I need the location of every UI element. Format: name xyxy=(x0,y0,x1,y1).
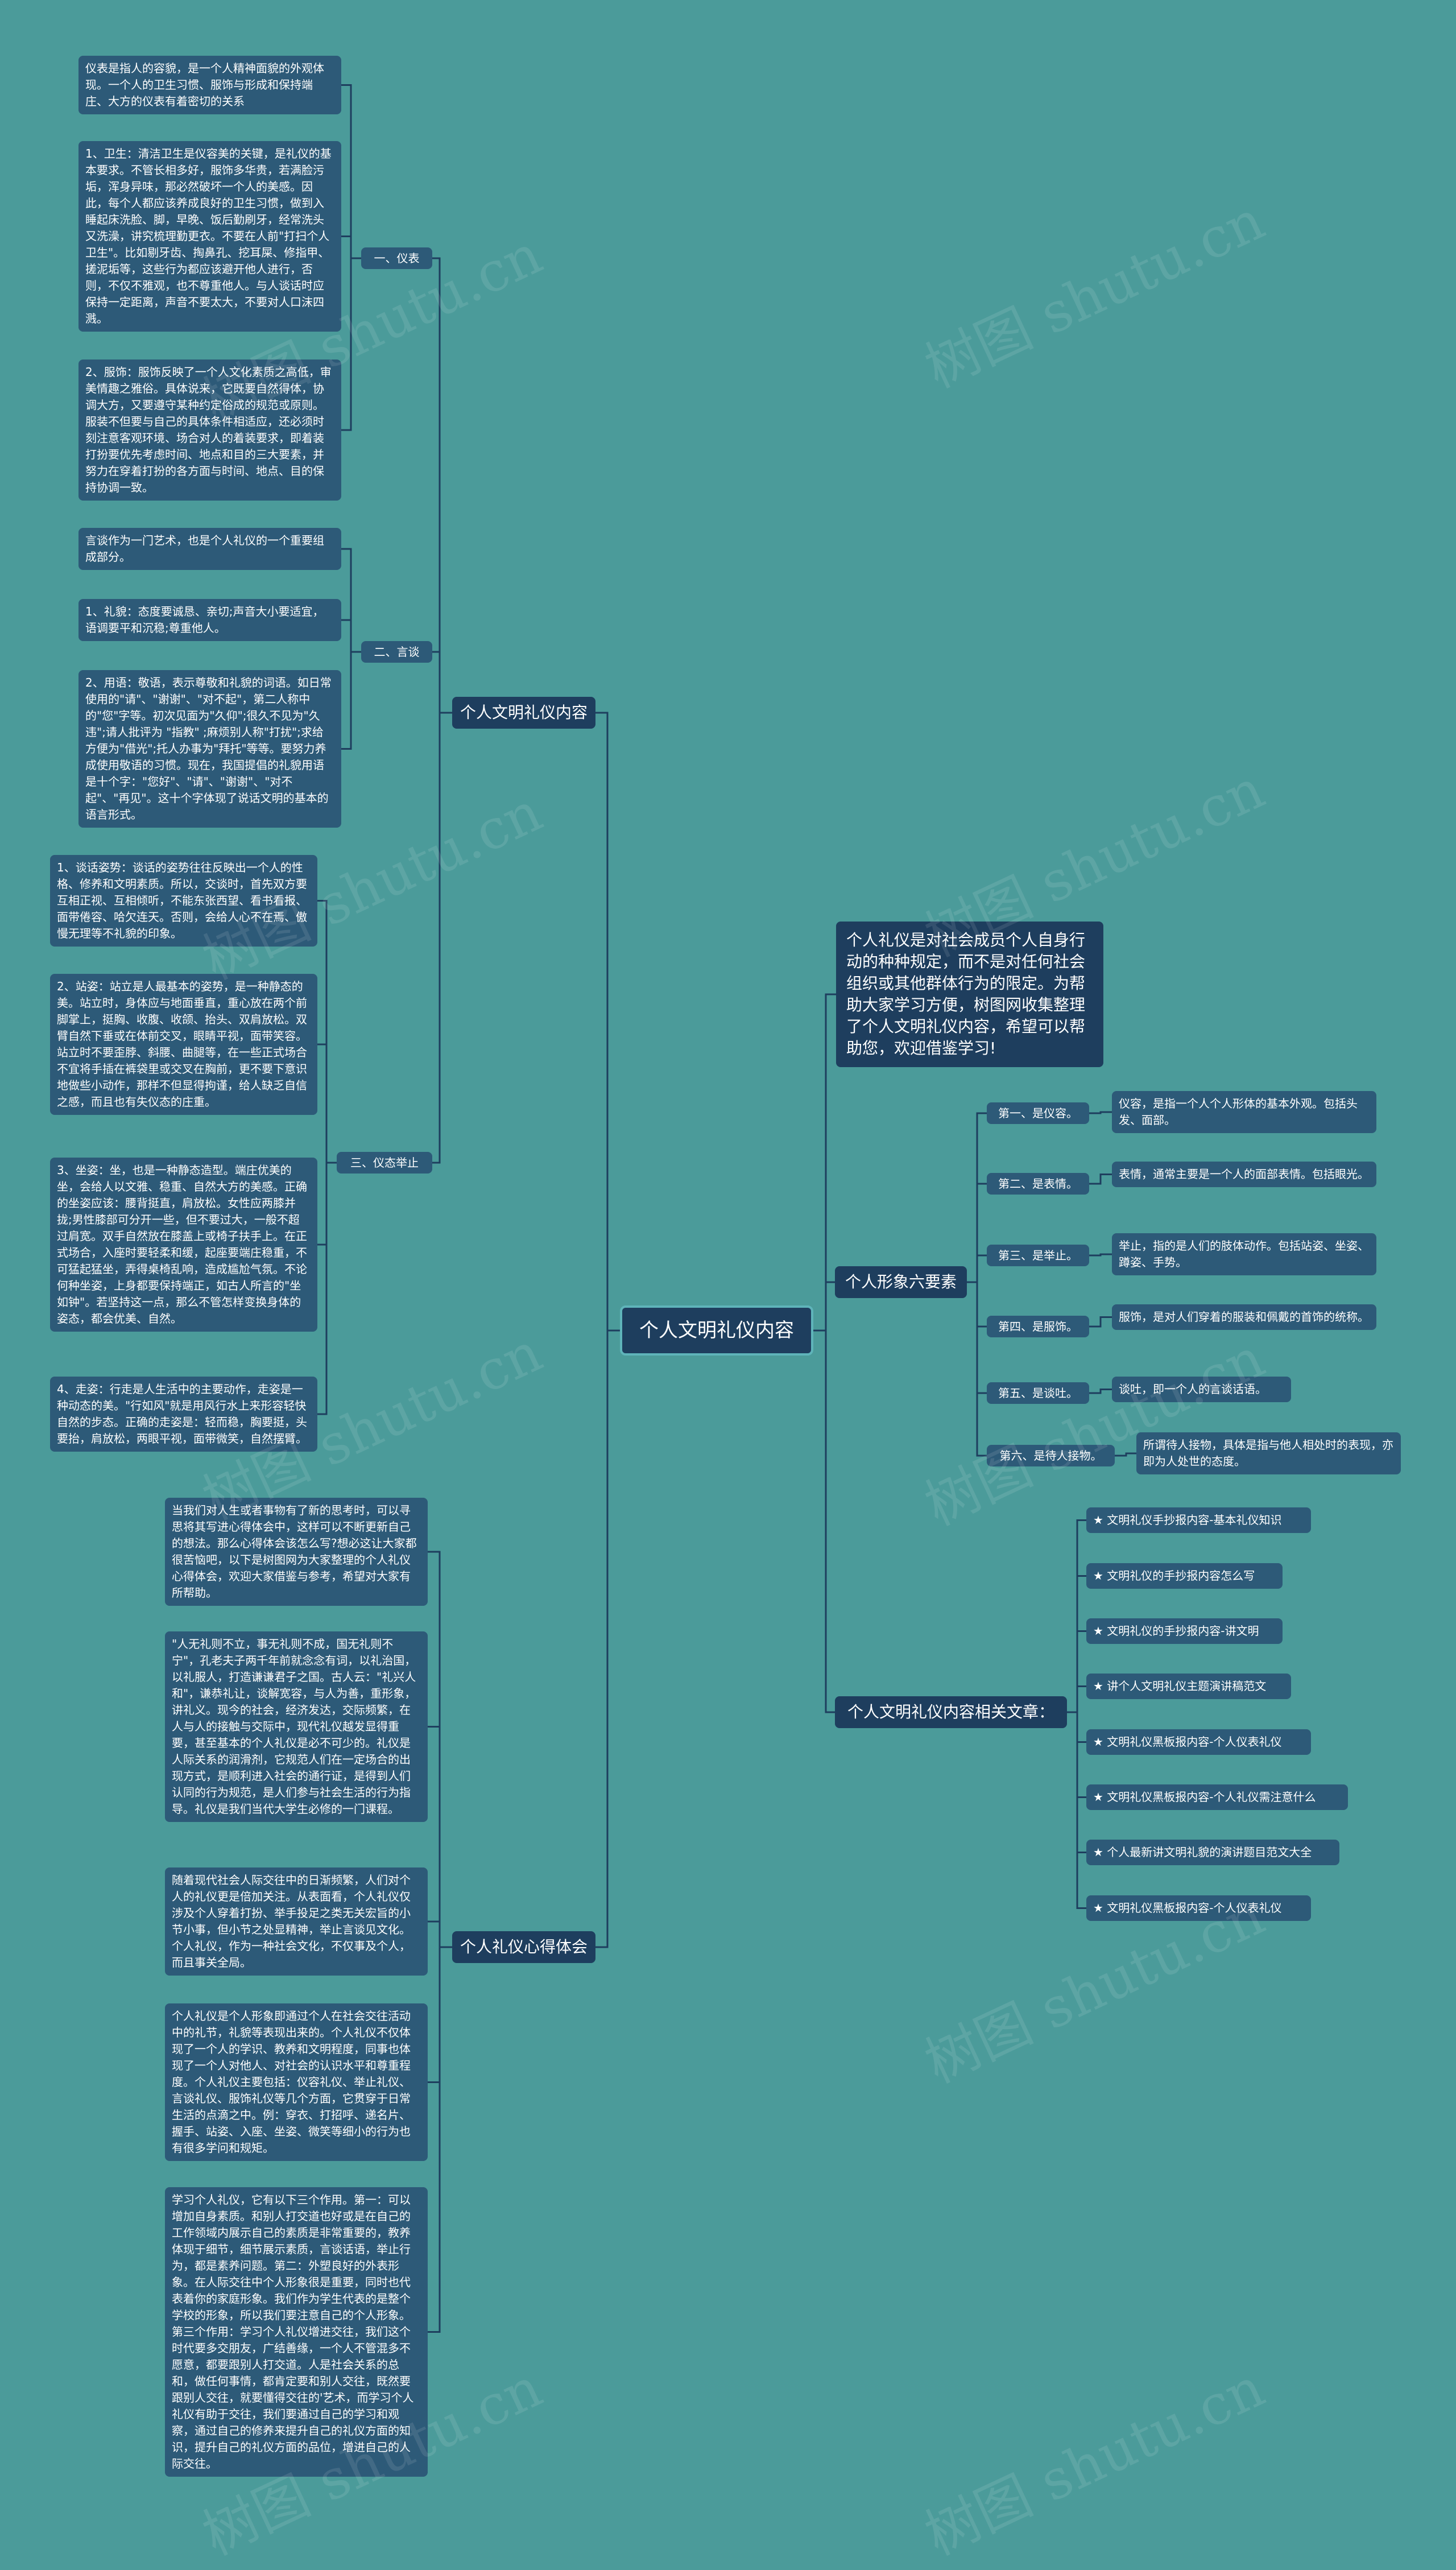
related-article-7[interactable]: ★ 个人最新讲文明礼貌的演讲题目范文大全 xyxy=(1086,1840,1339,1865)
appearance-item-1[interactable]: 仪表是指人的容貌，是一个人精神面貌的外观体现。一个人的卫生习惯、服饰与形成和保持… xyxy=(78,56,341,114)
connector-line xyxy=(317,1162,337,1415)
related-article-8[interactable]: ★ 文明礼仪黑板报内容-个人仪表礼仪 xyxy=(1086,1895,1311,1921)
manners-item-2[interactable]: 2、站姿：站立是人最基本的姿势，是一种静态的美。站立时，身体应与地面垂直，重心放… xyxy=(50,974,317,1115)
six-key-3[interactable]: 第三、是举止。 xyxy=(987,1245,1089,1266)
group-speech[interactable]: 二、言谈 xyxy=(361,641,432,663)
connector-line xyxy=(341,257,361,431)
connector-line xyxy=(1089,1111,1112,1114)
intro-node[interactable]: 个人礼仪是对社会成员个人自身行动的种种规定，而不是对任何社会组织或其他群体行为的… xyxy=(836,922,1103,1067)
connector-line xyxy=(1067,1685,1086,1713)
connector-line xyxy=(1089,1389,1112,1394)
connector-line xyxy=(595,712,620,1332)
connector-line xyxy=(813,1281,835,1332)
reflection-item-5[interactable]: 学习个人礼仪，它有以下三个作用。第一：可以增加自身素质。和别人打交道也好或是在自… xyxy=(165,2187,428,2477)
connector-line xyxy=(428,1920,452,1948)
related-article-4[interactable]: ★ 讲个人文明礼仪主题演讲稿范文 xyxy=(1086,1674,1291,1699)
six-key-2[interactable]: 第二、是表情。 xyxy=(987,1173,1089,1195)
connector-line xyxy=(967,1254,987,1283)
six-value-4[interactable]: 服饰，是对人们穿着的服装和佩戴的首饰的统称。 xyxy=(1112,1304,1376,1330)
connector-line xyxy=(341,619,361,653)
connector-line xyxy=(432,712,452,1164)
branch-reflection[interactable]: 个人礼仪心得体会 xyxy=(452,1931,595,1963)
speech-item-2[interactable]: 1、礼貌：态度要诚恳、亲切;声音大小要适宜，语调要平和沉稳;尊重他人。 xyxy=(78,599,341,641)
connector-line xyxy=(1089,1174,1112,1185)
six-key-1[interactable]: 第一、是仪容。 xyxy=(987,1102,1089,1124)
connector-line xyxy=(428,1726,452,1948)
related-article-2[interactable]: ★ 文明礼仪的手抄报内容怎么写 xyxy=(1086,1563,1283,1589)
connector-line xyxy=(1089,1316,1112,1328)
connector-line xyxy=(967,1281,987,1457)
six-value-1[interactable]: 仪容，是指一个人个人形体的基本外观。包括头发、面部。 xyxy=(1112,1091,1376,1133)
connector-line xyxy=(813,1329,835,1713)
related-article-5[interactable]: ★ 文明礼仪黑板报内容-个人仪表礼仪 xyxy=(1086,1729,1311,1755)
six-key-6[interactable]: 第六、是待人接物。 xyxy=(987,1445,1115,1466)
related-article-1[interactable]: ★ 文明礼仪手抄报内容-基本礼仪知识 xyxy=(1086,1507,1311,1533)
related-article-3[interactable]: ★ 文明礼仪的手抄报内容-讲文明 xyxy=(1086,1618,1283,1644)
related-article-6[interactable]: ★ 文明礼仪黑板报内容-个人礼仪需注意什么 xyxy=(1086,1784,1348,1810)
six-key-5[interactable]: 第五、是谈吐。 xyxy=(987,1382,1089,1404)
reflection-item-3[interactable]: 随着现代社会人际交往中的日渐频繁，人们对个人的礼仪更是倍加关注。从表面看，个人礼… xyxy=(165,1867,428,1976)
six-value-3[interactable]: 举止，指的是人们的肢体动作。包括站姿、坐姿、蹲姿、手势。 xyxy=(1112,1233,1376,1275)
speech-item-1[interactable]: 言谈作为一门艺术，也是个人礼仪的一个重要组成部分。 xyxy=(78,528,341,570)
root-node[interactable]: 个人文明礼仪内容 xyxy=(620,1305,813,1356)
connector-line xyxy=(341,235,361,259)
group-appearance[interactable]: 一、仪表 xyxy=(361,247,432,269)
connector-line xyxy=(813,993,836,1332)
speech-item-3[interactable]: 2、用语：敬语，表示尊敬和礼貌的词语。如日常使用的"请"、"谢谢"、"对不起"，… xyxy=(78,670,341,828)
branch-related-articles[interactable]: 个人文明礼仪内容相关文章： xyxy=(835,1696,1067,1728)
branch-content[interactable]: 个人文明礼仪内容 xyxy=(452,697,595,729)
connector-line xyxy=(432,257,452,714)
six-value-6[interactable]: 所谓待人接物，具体是指与他人相处时的表现，亦即为人处世的态度。 xyxy=(1136,1432,1401,1474)
six-value-2[interactable]: 表情，通常主要是一个人的面部表情。包括眼光。 xyxy=(1112,1162,1376,1187)
appearance-item-2[interactable]: 1、卫生：清洁卫生是仪容美的关键，是礼仪的基本要求。不管长相多好，服饰多华贵，若… xyxy=(78,141,341,332)
six-key-4[interactable]: 第四、是服饰。 xyxy=(987,1316,1089,1337)
manners-item-1[interactable]: 1、谈话姿势：谈话的姿势往往反映出一个人的性格、修养和文明素质。所以，交谈时，首… xyxy=(50,855,317,947)
connector-line xyxy=(317,1043,337,1164)
appearance-item-3[interactable]: 2、服饰：服饰反映了一个人文化素质之高低，审美情趣之雅俗。具体说来，它既要自然得… xyxy=(78,360,341,501)
reflection-item-1[interactable]: 当我们对人生或者事物有了新的思考时，可以寻思将其写进心得体会中，这样可以不断更新… xyxy=(165,1498,428,1606)
group-manners[interactable]: 三、仪态举止 xyxy=(337,1152,432,1174)
reflection-item-2[interactable]: "人无礼则不立，事无礼则不成，国无礼则不宁"，孔老夫子两千年前就念念有词，以礼治… xyxy=(165,1631,428,1822)
connector-line xyxy=(595,1329,620,1948)
six-value-5[interactable]: 谈吐，即一个人的言谈话语。 xyxy=(1112,1377,1291,1402)
branch-six-elements[interactable]: 个人形象六要素 xyxy=(835,1266,967,1298)
connector-line xyxy=(1115,1452,1136,1457)
connector-line xyxy=(341,651,361,750)
connector-line xyxy=(341,84,361,259)
connector-line xyxy=(432,651,452,714)
manners-item-3[interactable]: 3、坐姿：坐，也是一种静态造型。端庄优美的坐，会给人以文雅、稳重、自然大方的美感… xyxy=(50,1158,317,1332)
connector-line xyxy=(428,1946,452,2333)
manners-item-4[interactable]: 4、走姿：行走是人生活中的主要动作，走姿是一种动态的美。"行如风"就是用风行水上… xyxy=(50,1377,317,1452)
reflection-item-4[interactable]: 个人礼仪是个人形象即通过个人在社会交往活动中的礼节，礼貌等表现出来的。个人礼仪不… xyxy=(165,2003,428,2161)
connector-line xyxy=(1067,1711,1086,1909)
connector-line xyxy=(1089,1253,1112,1257)
